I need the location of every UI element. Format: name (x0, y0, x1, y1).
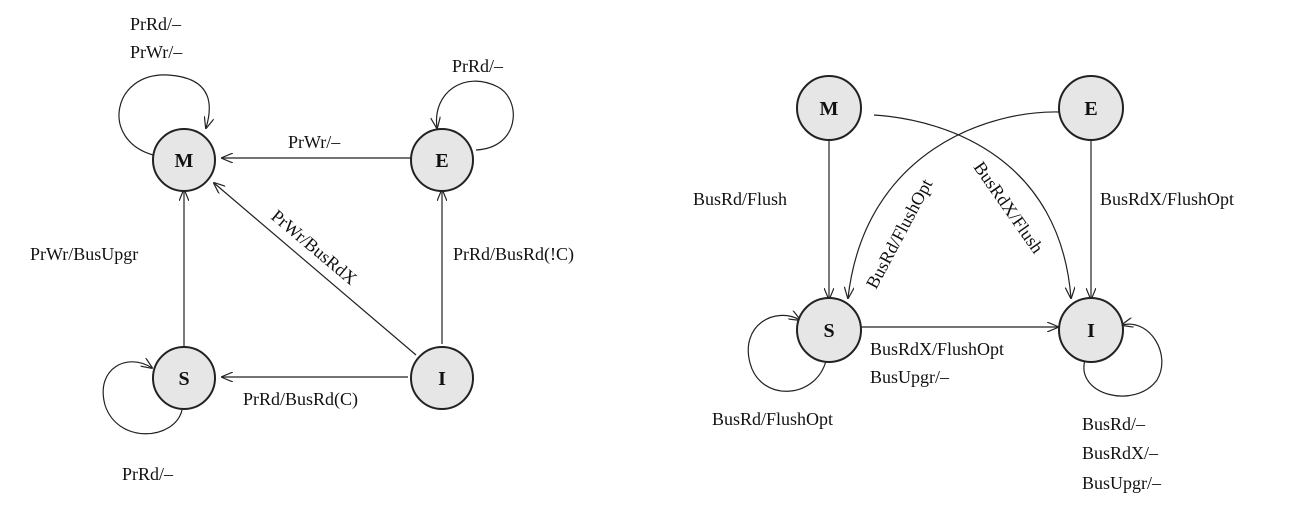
state-e-label: E (435, 150, 448, 172)
state-i-label: I (1087, 320, 1095, 342)
s-to-m-label: PrWr/BusUpgr (30, 244, 138, 264)
state-e-node: E (1058, 75, 1124, 141)
s-to-i-label-2: BusUpgr/– (870, 367, 950, 387)
i-to-e-label: PrRd/BusRd(!C) (453, 244, 574, 265)
left-diagram: M E S I PrRd/– PrWr/– PrRd/– PrWr/– PrWr… (30, 14, 574, 484)
e-to-s-label: BusRd/FlushOpt (862, 176, 936, 292)
state-i-node: I (410, 346, 474, 410)
edge-s-self-loop (102, 362, 183, 435)
s-self-label: BusRd/FlushOpt (712, 409, 833, 429)
e-to-i-label: BusRdX/FlushOpt (1100, 189, 1234, 209)
i-to-m-label: PrWr/BusRdX (267, 206, 361, 289)
e-to-m-label: PrWr/– (288, 132, 341, 152)
state-s-node: S (152, 346, 216, 410)
e-self-label: PrRd/– (452, 56, 504, 76)
state-m-label: M (820, 98, 839, 120)
edge-i-self-loop (1083, 324, 1163, 397)
m-to-s-label: BusRd/Flush (693, 189, 787, 209)
edge-m-self-loop (118, 74, 209, 156)
state-e-node: E (410, 128, 474, 192)
state-i-node: I (1058, 297, 1124, 363)
edge-e-to-s (848, 111, 1061, 298)
i-to-s-label: PrRd/BusRd(C) (243, 389, 358, 410)
state-m-node: M (796, 75, 862, 141)
s-to-i-label-1: BusRdX/FlushOpt (870, 339, 1004, 359)
i-self-label-3: BusUpgr/– (1082, 473, 1162, 493)
right-diagram: M E S I BusRd/Flush BusRd/FlushOpt BusRd… (693, 75, 1234, 493)
state-m-node: M (152, 128, 216, 192)
m-to-i-label: BusRdX/Flush (970, 158, 1048, 257)
edge-i-to-m (214, 183, 417, 356)
state-s-node: S (796, 297, 862, 363)
edge-m-to-i (873, 114, 1071, 298)
m-self-label-1: PrRd/– (130, 14, 182, 34)
i-self-label-1: BusRd/– (1082, 414, 1146, 434)
state-e-label: E (1084, 98, 1097, 120)
state-m-label: M (175, 150, 194, 172)
state-s-label: S (178, 368, 189, 390)
state-i-label: I (438, 368, 446, 390)
state-s-label: S (823, 320, 834, 342)
s-self-label: PrRd/– (122, 464, 174, 484)
i-self-label-2: BusRdX/– (1082, 443, 1159, 463)
edge-e-self-loop (436, 80, 514, 151)
m-self-label-2: PrWr/– (130, 42, 183, 62)
edge-s-self-loop (747, 315, 827, 392)
